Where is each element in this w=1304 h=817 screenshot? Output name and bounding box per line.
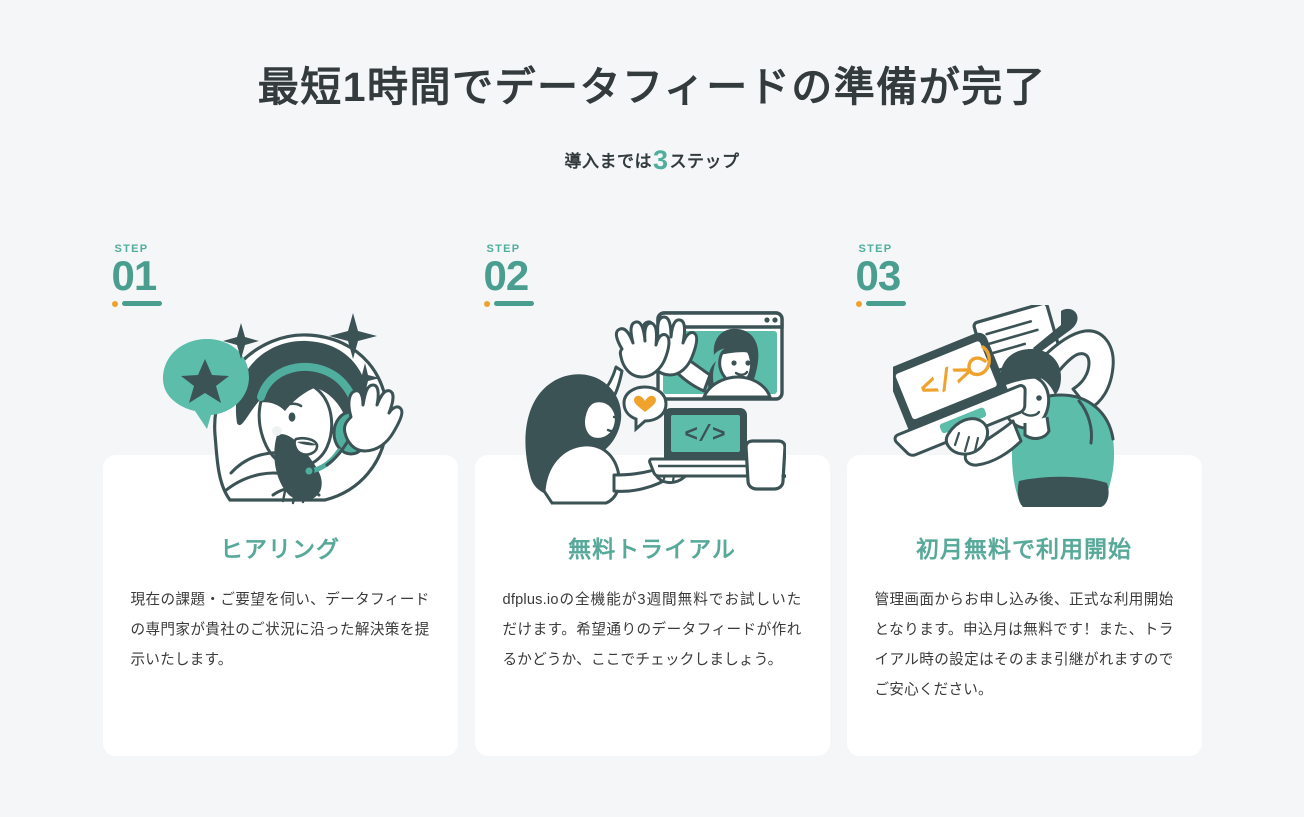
step-number-label: 01 [111, 252, 158, 299]
step-rule [111, 300, 162, 307]
subtitle-suffix: ステップ [669, 152, 740, 172]
step-number-label: 03 [855, 252, 902, 299]
card-body-02: dfplus.ioの全機能が3週間無料でお試しいただけます。希望通りのデータフィ… [502, 592, 802, 668]
card-body-01: 現在の課題・ご要望を伺い、データフィードの専門家が貴社のご状況に沿った解決策を提… [130, 592, 430, 668]
step-number-label: 02 [483, 252, 530, 299]
bar-marker-icon [865, 301, 906, 307]
dot-marker-icon [111, 300, 118, 307]
step-badge-01: STEP 01 [111, 243, 162, 307]
card-title-02: 無料トライアル [568, 536, 736, 562]
step-word-label: STEP [114, 243, 149, 255]
svg-text:</>: </> [684, 422, 725, 448]
card-title-01: ヒアリング [220, 536, 340, 562]
subtitle-prefix: 導入までは [564, 152, 652, 172]
card-body-03: 管理画面からお申し込み後、正式な利用開始となります。申込月は無料です！また、トラ… [874, 592, 1174, 698]
heading-section: 最短1時間でデータフィードの準備が完了 導入までは3ステップ [0, 0, 1304, 176]
content-card-01: ヒアリング 現在の課題・ご要望を伺い、データフィードの専門家が貴社のご状況に沿っ… [102, 455, 458, 756]
video-call-high-five-laptop-illustration: </> [475, 295, 830, 510]
card-title-03: 初月無料で利用開始 [916, 536, 1132, 562]
page-subtitle: 導入までは3ステップ [0, 145, 1304, 176]
subtitle-step-count: 3 [652, 145, 669, 176]
content-card-02: 無料トライアル dfplus.ioの全機能が3週間無料でお試しいただけます。希望… [474, 455, 830, 756]
step-word-label: STEP [858, 243, 893, 255]
step-word-label: STEP [486, 243, 521, 255]
man-typing-laptop-with-notepad-illustration: </> [847, 295, 1202, 510]
step-badge-03: STEP 03 [855, 243, 906, 307]
bar-marker-icon [121, 301, 162, 307]
woman-with-headset-waving-illustration [103, 295, 458, 510]
step-badge-02: STEP 02 [483, 243, 534, 307]
page-title: 最短1時間でデータフィードの準備が完了 [257, 64, 1047, 110]
step-rule [855, 300, 906, 307]
dot-marker-icon [855, 300, 862, 307]
dot-marker-icon [483, 300, 490, 307]
step-rule [483, 300, 534, 307]
bar-marker-icon [493, 301, 534, 307]
